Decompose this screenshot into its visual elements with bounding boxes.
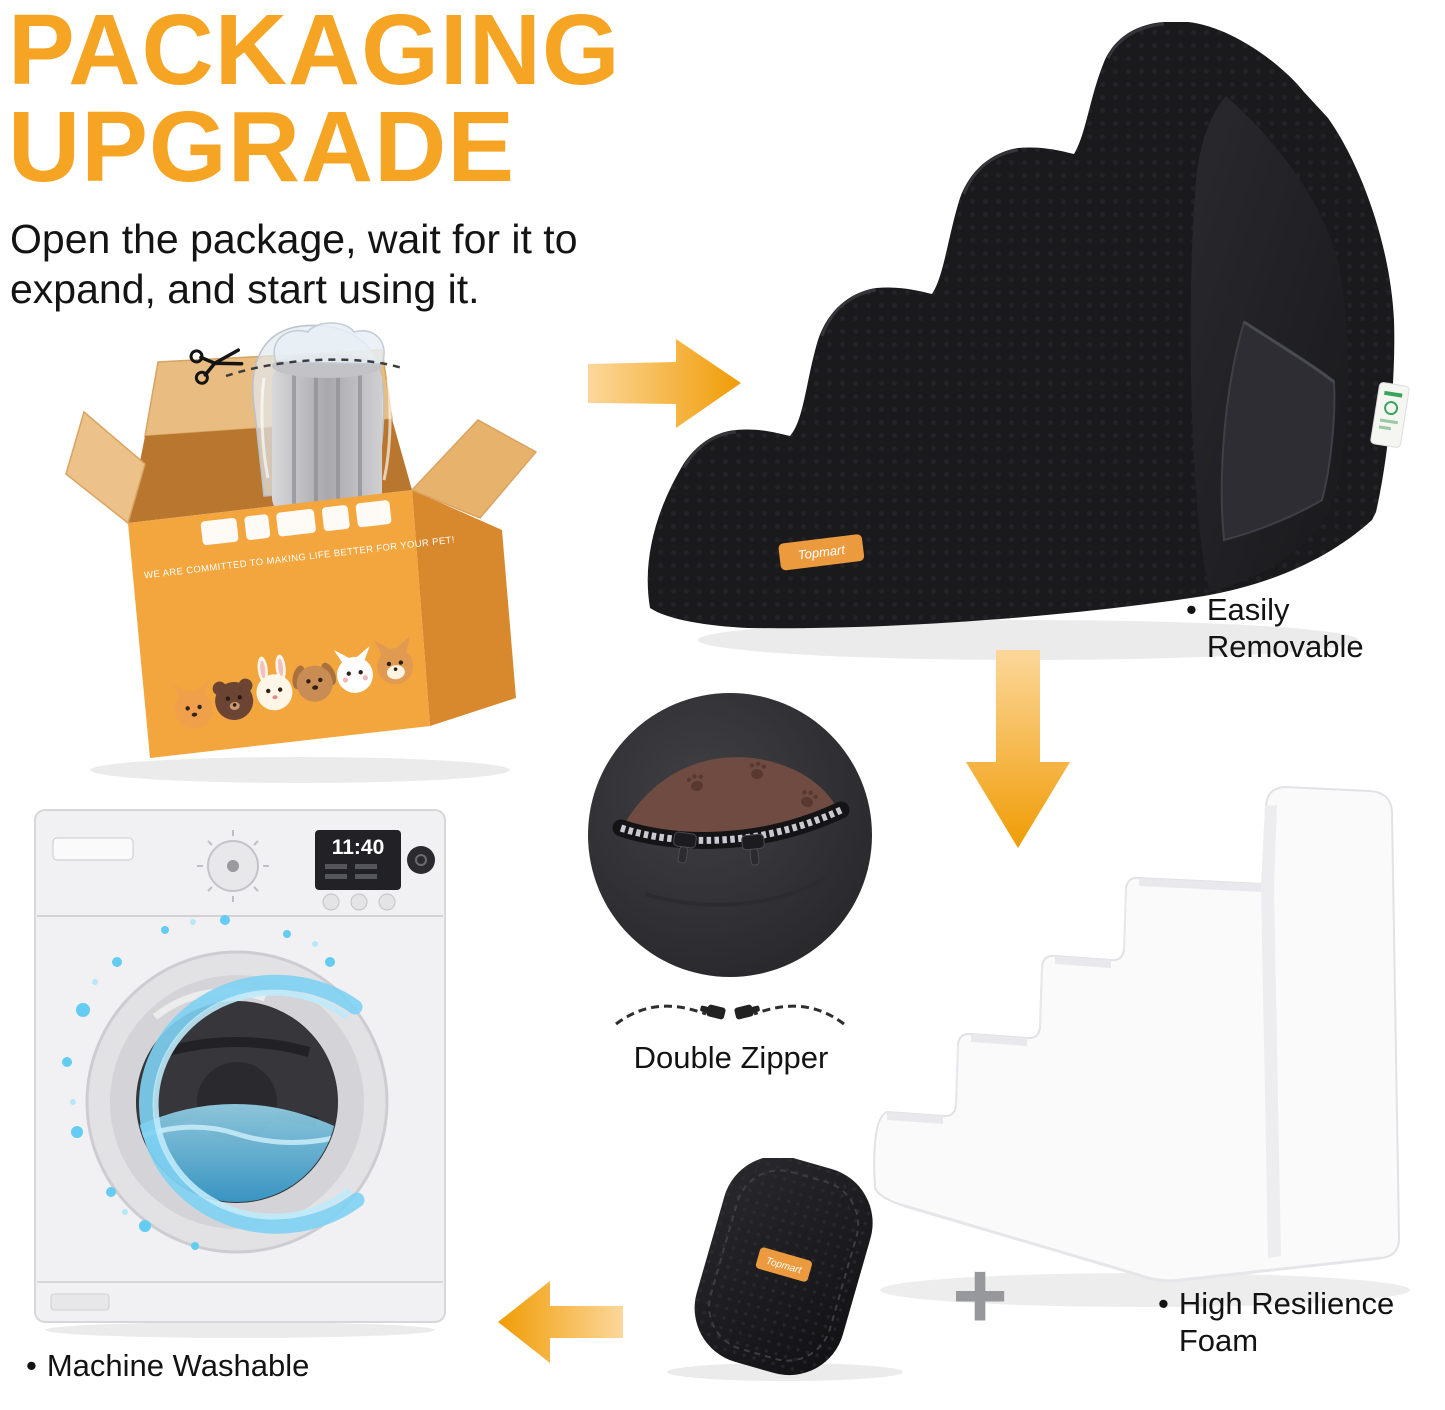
shipping-box-graphic: WE ARE COMMITTED TO MAKING LIFE BETTER F… — [65, 322, 538, 783]
black-foam-stairs-photo: Topmart — [647, 22, 1410, 660]
washing-machine-graphic: 11:40 — [34, 809, 446, 1338]
feature-high-resilience-foam: • High Resilience Foam — [1158, 1286, 1394, 1359]
display-time: 11:40 — [332, 836, 385, 859]
subtitle: Open the package, wait for it to expand,… — [10, 214, 578, 314]
power-button — [407, 846, 435, 874]
plus-sign: + — [952, 1242, 1009, 1349]
washer-display: 11:40 — [315, 830, 401, 890]
bullet-icon: • — [26, 1348, 37, 1383]
double-zipper-icon — [615, 1004, 845, 1026]
arrow-left-icon — [498, 1281, 623, 1363]
subtitle-line-1: Open the package, wait for it to — [10, 216, 578, 262]
box-left-flap — [65, 410, 146, 525]
page-title: PACKAGING UPGRADE — [8, 0, 621, 203]
feature-removable-line1: Easily — [1206, 592, 1290, 627]
feature-removable-line2: Removable — [1206, 628, 1364, 664]
arrow-down-icon — [966, 650, 1070, 848]
feature-machine-washable: • Machine Washable — [26, 1348, 309, 1385]
subtitle-line-2: expand, and start using it. — [10, 266, 480, 313]
title-line-1: PACKAGING — [8, 0, 621, 106]
cut-line — [225, 358, 403, 378]
bullet-icon: • — [1186, 592, 1197, 627]
water-splash — [62, 915, 365, 1250]
brand-label-tag: Topmart — [778, 534, 865, 571]
service-hatch — [50, 1293, 110, 1311]
arrow-right-icon — [588, 339, 741, 428]
box-right-flap — [410, 419, 538, 519]
scissors-icon — [189, 348, 244, 385]
feature-foam-line1: High Resilience — [1178, 1286, 1395, 1321]
cartoon-animals-row — [171, 636, 414, 729]
washer-door — [85, 950, 389, 1254]
zipper-slider-right — [741, 833, 765, 866]
zipper-slider-left — [673, 831, 697, 864]
title-line-2: UPGRADE — [8, 91, 516, 203]
feature-easily-removable: • Easily Removable — [1186, 592, 1364, 665]
removable-cover-graphic: Topmart — [667, 1158, 903, 1381]
zipper-closeup-graphic — [588, 693, 872, 977]
white-foam-stairs-graphic — [873, 785, 1410, 1307]
inner-lining — [623, 757, 839, 842]
wall-shadow — [1261, 805, 1281, 1258]
svg-text:Topmart: Topmart — [797, 542, 847, 563]
paw-print-pattern — [686, 761, 818, 808]
bullet-icon: • — [1158, 1286, 1169, 1321]
zipper-teeth — [619, 806, 843, 844]
feature-foam-line2: Foam — [1178, 1322, 1259, 1358]
box-brand-lettering — [200, 500, 392, 546]
white-stairs-body — [873, 785, 1401, 1282]
detergent-drawer — [52, 837, 134, 861]
feature-double-zipper: Double Zipper — [633, 1040, 829, 1075]
care-tag — [1370, 382, 1410, 448]
feature-washable-label: Machine Washable — [46, 1348, 310, 1383]
washer-knob — [197, 830, 269, 902]
brand-label-tag: Topmart — [755, 1247, 812, 1282]
box-side-face — [412, 490, 516, 726]
vacuum-sealed-foam-roll — [260, 322, 392, 514]
